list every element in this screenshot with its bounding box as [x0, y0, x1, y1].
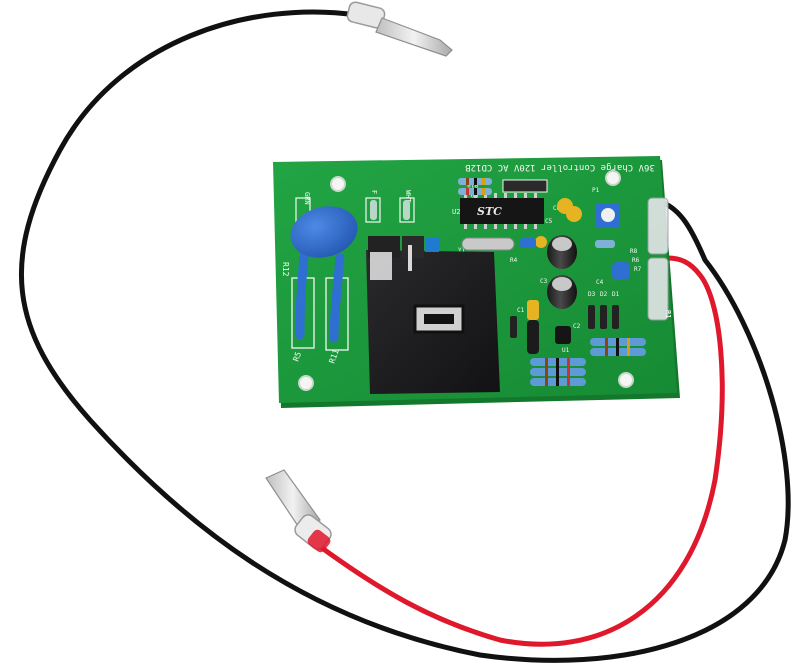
mounting-hole	[330, 176, 346, 192]
diode	[600, 305, 607, 329]
label-c5: C5	[545, 218, 553, 225]
label-r12: R12	[281, 262, 290, 277]
bottom-spade-terminal	[265, 469, 332, 553]
ceramic-capacitor	[566, 206, 582, 222]
tantalum-capacitor	[527, 320, 539, 354]
label-u1: U1	[562, 347, 570, 354]
resistor	[458, 188, 492, 195]
mounting-hole	[298, 375, 314, 391]
label-u2: U2	[452, 208, 460, 216]
label-r1: R1	[664, 310, 672, 318]
label-r8: R8	[630, 248, 638, 255]
label-d1: D1	[612, 291, 620, 298]
label-y1: Y1	[458, 247, 466, 254]
small-resistor	[403, 200, 410, 220]
small-capacitor	[612, 262, 630, 280]
small-capacitor	[595, 240, 615, 248]
chip-brand: STC	[477, 205, 502, 218]
wire-connector	[647, 197, 669, 321]
diode	[588, 305, 595, 329]
red-wire	[319, 255, 725, 647]
label-wht: WHT	[404, 190, 412, 203]
diode	[510, 316, 517, 338]
resistor-array	[530, 358, 586, 386]
ic-chip: STC	[460, 193, 544, 229]
small-resistor	[370, 200, 377, 220]
resistor	[458, 178, 492, 185]
label-c6: C6	[553, 205, 561, 212]
label-r6: R6	[632, 257, 640, 264]
mounting-hole	[618, 372, 634, 388]
board-title: 36V Charge Controller 120V AC CD12B	[465, 162, 655, 172]
resistor-array	[590, 338, 646, 356]
diode	[612, 305, 619, 329]
top-spade-terminal	[346, 1, 453, 57]
label-r4: R4	[510, 257, 518, 264]
label-grn: GRN	[303, 192, 311, 205]
mounting-hole	[605, 170, 621, 186]
relay	[366, 236, 500, 394]
electrolytic-capacitor	[547, 275, 577, 309]
label-c2: C2	[573, 323, 581, 330]
black-wire	[18, 9, 791, 663]
label-c1: C1	[517, 307, 525, 314]
label-d2: D2	[600, 291, 608, 298]
label-p1: P1	[592, 187, 600, 194]
tantalum-capacitor	[527, 300, 539, 320]
small-capacitor	[520, 238, 536, 248]
ceramic-capacitor	[535, 236, 547, 248]
label-r7: R7	[634, 266, 642, 273]
label-d3: D3	[588, 291, 596, 298]
label-r5: R5	[291, 350, 303, 362]
label-c3: C3	[540, 278, 548, 285]
label-c4: C4	[596, 279, 604, 286]
crystal-oscillator	[461, 237, 515, 251]
electrolytic-capacitor	[547, 235, 577, 269]
varistor	[290, 206, 358, 343]
transistor	[555, 326, 571, 344]
label-f: F	[370, 190, 378, 194]
